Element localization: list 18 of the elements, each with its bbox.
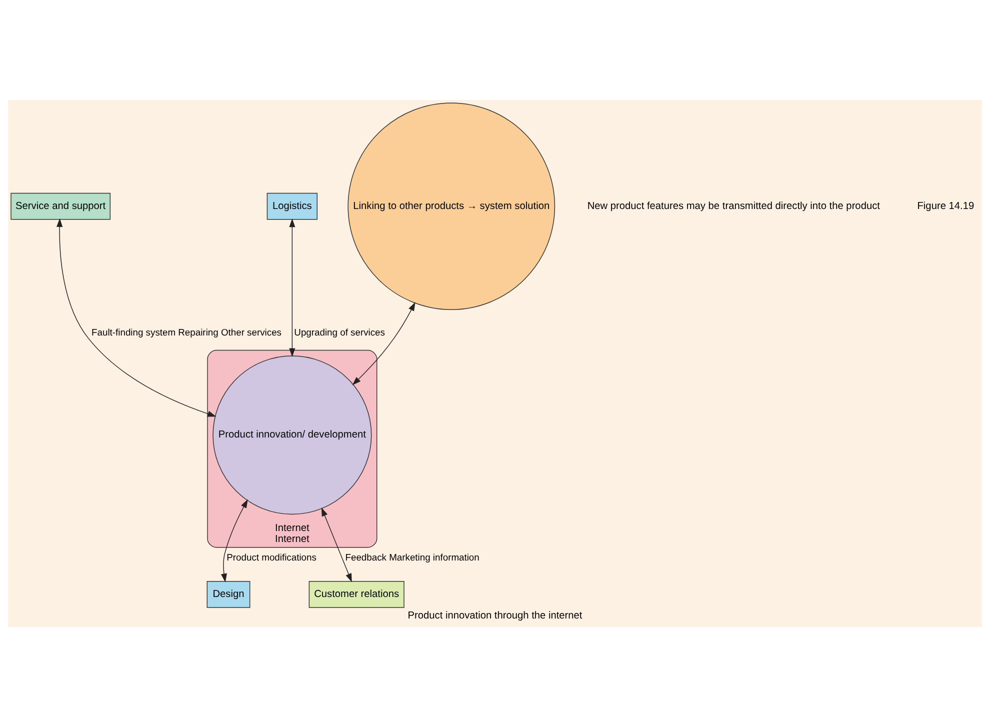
node-box: Design — [206, 581, 250, 608]
edge-label: Product modifications — [226, 552, 316, 563]
node-box: Service and support — [10, 192, 111, 220]
node-circle: Linking to other products → system solution — [348, 102, 556, 310]
arrow — [56, 218, 216, 417]
arrow — [352, 302, 416, 386]
edge-label: Fault-finding system Repairing Other services — [92, 326, 282, 338]
label: New product features may be transmitted directly into the product — [587, 200, 880, 212]
caption: Product innovation through the internet — [408, 610, 582, 622]
edge-label: Upgrading of services — [294, 326, 385, 338]
arrow — [321, 507, 352, 582]
arrow — [220, 499, 248, 582]
node-box: Logistics — [266, 192, 318, 220]
arrow — [289, 218, 296, 357]
node-box: Customer relations — [308, 581, 404, 608]
node-circle: Product innovation/ development — [212, 356, 372, 515]
edge-label: Feedback Marketing information — [345, 552, 480, 563]
label: Figure 14.19 — [917, 200, 974, 212]
